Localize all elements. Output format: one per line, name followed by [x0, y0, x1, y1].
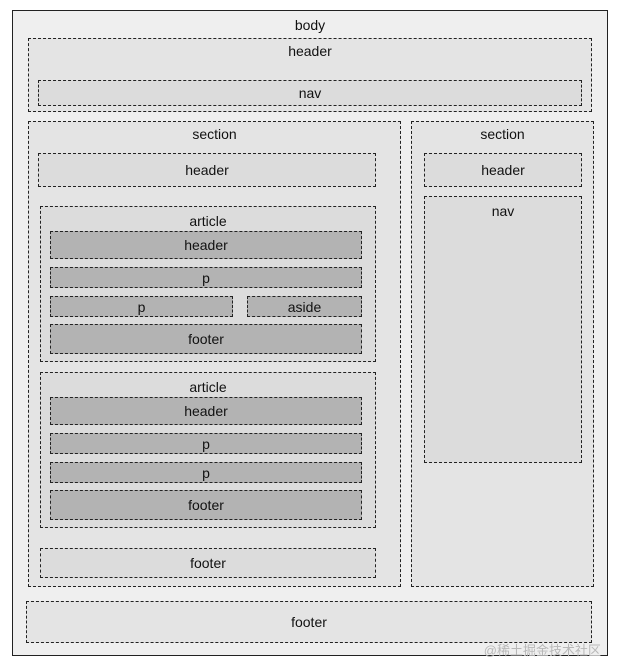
article-1-p2-label: p: [137, 298, 146, 315]
article-1-label: article: [189, 213, 227, 229]
page-nav-box: nav: [38, 80, 582, 106]
article-2-p2-box: p: [50, 462, 362, 483]
side-nav-label: nav: [491, 203, 515, 219]
side-nav-box: nav: [424, 196, 582, 463]
article-1-aside-label: aside: [287, 298, 322, 315]
article-2-footer-label: footer: [188, 497, 224, 513]
main-section-footer-box: footer: [40, 548, 376, 578]
side-section-label: section: [480, 126, 525, 142]
article-2-footer-box: footer: [50, 490, 362, 520]
page-nav-label: nav: [298, 85, 322, 101]
main-section-header-label: header: [185, 162, 229, 178]
article-2-p1-box: p: [50, 433, 362, 454]
side-section-header-box: header: [424, 153, 582, 187]
page-footer-box: footer: [26, 601, 592, 643]
page-footer-label: footer: [291, 614, 327, 630]
article-1-footer-label: footer: [188, 331, 224, 347]
article-1-header-box: header: [50, 231, 362, 259]
article-2-header-label: header: [184, 403, 228, 419]
main-section-footer-label: footer: [190, 555, 226, 571]
page-header-label: header: [288, 43, 332, 59]
article-1-footer-box: footer: [50, 324, 362, 354]
article-2-p1-label: p: [202, 435, 210, 452]
main-section-header-box: header: [38, 153, 376, 187]
article-1-aside-box: aside: [247, 296, 362, 317]
side-section-header-label: header: [481, 162, 525, 178]
article-1-p1-label: p: [202, 269, 210, 286]
article-2-header-box: header: [50, 397, 362, 425]
article-1-header-label: header: [184, 237, 228, 253]
main-section-label: section: [192, 126, 237, 142]
article-2-p2-label: p: [202, 464, 210, 481]
watermark-text: @稀土掘金技术社区: [483, 643, 601, 658]
article-1-p2-box: p: [50, 296, 233, 317]
article-2-label: article: [189, 379, 227, 395]
body-label: body: [294, 17, 326, 33]
article-1-p1-box: p: [50, 267, 362, 288]
